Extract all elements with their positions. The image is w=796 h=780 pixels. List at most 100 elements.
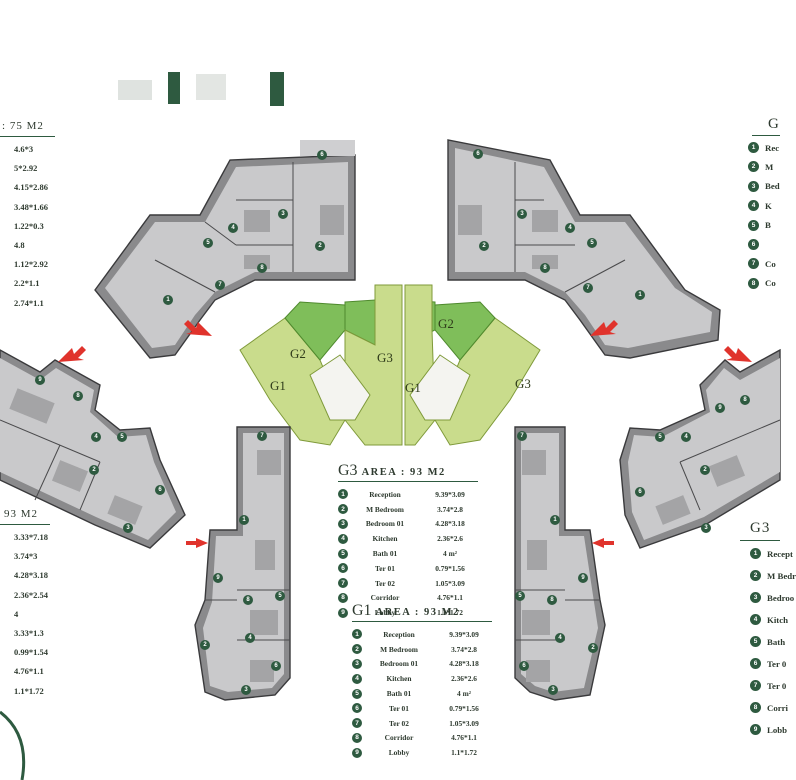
row-number-badge: 6 [748,239,759,250]
room-dimension: 0.79*1.56 [435,563,465,573]
unit-top-right: 6 3 2 4 5 8 7 1 [447,139,721,359]
row-number-badge: 2 [750,570,761,581]
room-dimension: 9.39*3.09 [449,629,479,639]
room-name: Bath 01 [386,689,412,699]
core-label-g2-left: G2 [290,346,306,361]
core-stair-right [409,354,471,421]
left-top-title: : 75 M2 [2,120,44,132]
g1-table-title: G1 AREA : 93 M2 [352,602,492,622]
svg-text:1: 1 [166,297,170,303]
g3-table-title: G3 AREA : 93 M2 [338,462,478,482]
legend-row: 7 Ter 0 [750,680,786,691]
legend-row: 3 Bedroo [750,592,794,603]
row-number-badge: 6 [338,563,348,574]
row-number-badge: 2 [748,161,759,173]
room-dimension: 4.28*3.18 [435,519,465,529]
svg-text:9: 9 [718,405,722,411]
right-top-rule [752,135,780,136]
legend-label: Ter 0 [767,680,787,691]
room-name: Kitchen [386,674,412,684]
core-label-g3-right: G3 [515,376,531,391]
room-dimension: 1.05*3.09 [435,578,465,588]
row-number-badge: 2 [352,644,362,655]
unit-top-left: 6 3 2 4 5 8 7 1 [94,140,356,359]
svg-text:8: 8 [550,597,554,603]
legend-row: 1 Recept [750,548,793,559]
svg-text:3: 3 [704,525,708,531]
legend-label: Co [765,278,776,289]
row-number-badge: 5 [748,219,759,231]
room-dimension: 4.76*1.1 [437,593,463,603]
right-bottom-title: G3 [750,520,771,536]
room-dimension: 2.36*2.6 [451,674,477,684]
svg-text:4: 4 [248,635,252,641]
room-name: M Bedroom [380,644,418,654]
row-number-badge: 7 [338,578,348,589]
numbered-markers: 9 8 4 5 2 6 3 [35,375,165,533]
entry-arrow [58,346,86,362]
room-dimension: 2.36*2.6 [437,534,463,544]
entry-arrow [590,320,618,336]
svg-text:7: 7 [586,285,590,291]
entry-arrow [724,346,752,362]
room-dimension: 4.28*3.18 [449,659,479,669]
numbered-markers: 6 3 2 4 5 8 7 1 [473,149,645,300]
unit-left-middle: 9 8 4 5 2 6 3 [0,346,186,549]
row-number-badge: 7 [750,680,761,691]
svg-text:7: 7 [218,282,222,288]
svg-text:8: 8 [260,265,264,271]
room-dimension: 3.74*2.8 [437,504,463,514]
legend-label: K [765,200,772,211]
row-number-badge: 6 [352,703,362,714]
room-name: Corridor [384,733,414,743]
left-bottom-title: 93 M2 [4,508,39,520]
entry-arrow [592,538,614,548]
svg-text:6: 6 [476,151,480,157]
svg-text:4: 4 [94,434,98,440]
entry-arrow [184,320,212,336]
svg-text:5: 5 [518,593,522,599]
row-number-badge: 1 [352,629,362,640]
row-number-badge: 5 [352,688,362,699]
core-label-g1-right: G1 [405,380,421,395]
row-number-badge: 8 [338,592,348,603]
svg-text:8: 8 [76,393,80,399]
legend-label: Corri [767,702,789,713]
row-number-badge: 1 [750,548,761,559]
left-bottom-values: 3.33*7.18 3.74*3 4.28*3.18 2.36*2.54 4 3… [14,532,48,696]
legend-label: Recept [767,548,793,559]
svg-text:9: 9 [216,575,220,581]
svg-text:6: 6 [274,663,278,669]
room-name: Corridor [370,593,400,603]
unit-bottom-left: 7 1 9 8 5 4 2 6 3 [186,426,291,701]
table-row: 8 Corridor 4.76*1.1 [338,591,478,606]
floor-plan: G2 G3 G1 G2 G1 G3 6 3 2 4 5 8 7 1 [0,72,781,780]
svg-text:5: 5 [590,240,594,246]
row-number-badge: 3 [750,592,761,603]
legend-label: Bedroo [767,592,795,603]
left-top-values: 4.6*3 5*2.92 4.15*2.86 3.48*1.66 1.22*0.… [14,144,48,308]
svg-text:2: 2 [203,642,207,648]
svg-text:6: 6 [638,489,642,495]
legend-label: M [765,161,774,172]
svg-text:2: 2 [703,467,707,473]
svg-text:2: 2 [92,467,96,473]
